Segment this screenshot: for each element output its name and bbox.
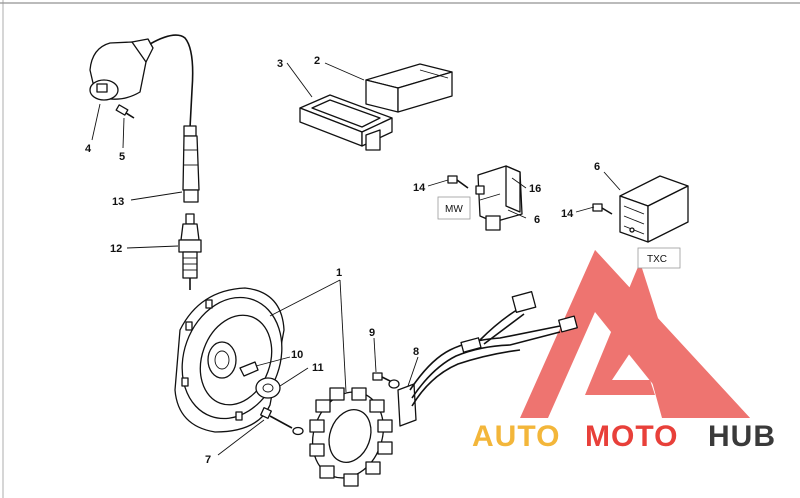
label-mw: MW (437, 196, 471, 220)
label-mw-text: MW (445, 204, 463, 215)
callout-8: 8 (413, 346, 419, 358)
ignition-coil (89, 34, 200, 203)
callout-6-txc: 6 (594, 161, 600, 173)
callout-10: 10 (291, 349, 303, 361)
callout-9: 9 (369, 327, 375, 339)
regulator-mw (475, 165, 523, 231)
watermark-word-auto: AUTO (472, 420, 560, 453)
stator-bolt (260, 407, 304, 436)
leader-lines (91, 62, 621, 456)
callout-16: 16 (529, 183, 541, 195)
watermark-logo (520, 250, 750, 418)
callout-1: 1 (336, 267, 342, 279)
ecu-holder (299, 94, 393, 151)
callout-7: 7 (205, 454, 211, 466)
callout-5: 5 (119, 151, 125, 163)
regulator-screw-right (592, 203, 613, 215)
watermark-text: AUTO MOTO HUB (472, 420, 776, 453)
flywheel-rotor (174, 287, 285, 433)
regulator-txc (619, 175, 689, 243)
callout-4: 4 (85, 143, 92, 155)
callout-3: 3 (277, 58, 283, 70)
label-txc-text: TXC (647, 254, 667, 265)
pickup-sensor (372, 372, 400, 389)
callout-12: 12 (110, 243, 122, 255)
coil-screw (115, 104, 135, 119)
callout-numbers: 1 2 3 4 5 6 6 7 8 9 10 11 12 13 14 14 16 (85, 55, 600, 466)
callout-11: 11 (312, 362, 324, 374)
wiring-harness (397, 291, 578, 427)
label-txc: TXC (637, 247, 681, 269)
callout-14-right: 14 (561, 208, 574, 220)
stator (309, 387, 393, 487)
callout-13: 13 (112, 196, 124, 208)
callout-2: 2 (314, 55, 320, 67)
spark-plug (178, 213, 202, 290)
regulator-screw-left (447, 175, 469, 189)
callout-14-left: 14 (413, 182, 426, 194)
flywheel-nut (255, 377, 281, 399)
watermark-word-hub: HUB (708, 420, 776, 453)
woodruff-key (239, 361, 259, 377)
ecu-unit (365, 63, 453, 113)
callout-6-mw: 6 (534, 214, 540, 226)
watermark-word-moto: MOTO (585, 420, 678, 453)
watermark-triangle-inner (585, 262, 690, 418)
